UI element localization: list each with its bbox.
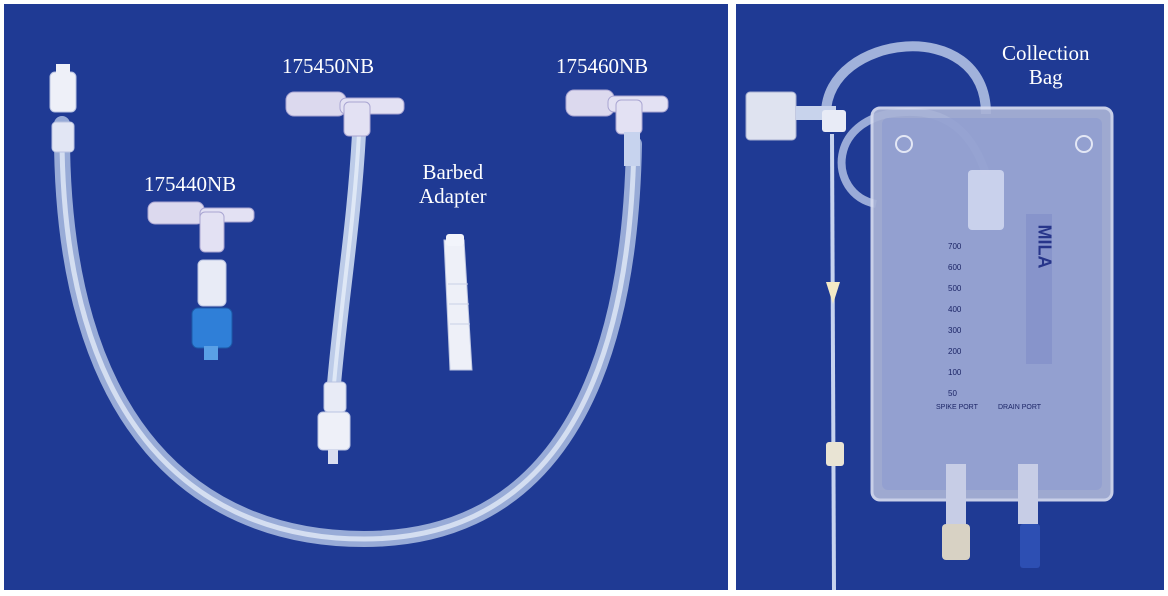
loop-tubing — [821, 41, 991, 115]
clamp — [826, 282, 840, 304]
scale-mark: 100 — [948, 368, 962, 377]
scale-mark: 400 — [948, 305, 962, 314]
spike-port-text: SPIKE PORT — [936, 404, 978, 411]
label-collection-line2: Bag — [1028, 65, 1063, 89]
label-175440nb: 175440NB — [144, 172, 237, 196]
scale-mark: 300 — [948, 326, 962, 335]
male-luer-connector — [49, 64, 77, 153]
bag-scale: 700 600 500 400 300 200 100 50 — [948, 236, 961, 404]
bag-brand-text: MILA — [1034, 224, 1055, 269]
label-175450nb: 175450NB — [282, 54, 375, 78]
measuring-chamber — [745, 91, 846, 141]
scale-mark: 200 — [948, 347, 962, 356]
barbed-adapter — [443, 234, 473, 371]
label-collection-bag: Collection Bag — [1002, 41, 1090, 89]
label-barbed-adapter: Barbed Adapter — [419, 160, 487, 208]
scale-mark: 500 — [948, 284, 962, 293]
stopcock-175450 — [285, 91, 405, 464]
label-barbed-line2: Adapter — [419, 184, 487, 208]
stopcock-175440 — [147, 201, 255, 360]
label-barbed-line1: Barbed — [422, 160, 484, 184]
drip-line — [830, 133, 836, 590]
scale-mark: 600 — [948, 263, 962, 272]
collection-bag-illustration — [745, 41, 1114, 590]
drainage-bag — [870, 106, 1114, 568]
product-photo-left: 175450NB 175460NB 175440NB Barbed Adapte… — [4, 4, 728, 590]
drain-port-text: DRAIN PORT — [998, 404, 1042, 411]
product-photo-right: MILA 700 600 500 400 300 200 100 50 SPIK… — [736, 4, 1164, 590]
tubing-illustration — [49, 64, 669, 548]
roller-clamp — [826, 442, 844, 466]
scale-mark: 50 — [948, 389, 957, 398]
label-collection-line1: Collection — [1002, 41, 1090, 65]
stopcock-175460 — [565, 89, 669, 166]
scale-mark: 700 — [948, 242, 962, 251]
label-175460nb: 175460NB — [556, 54, 649, 78]
